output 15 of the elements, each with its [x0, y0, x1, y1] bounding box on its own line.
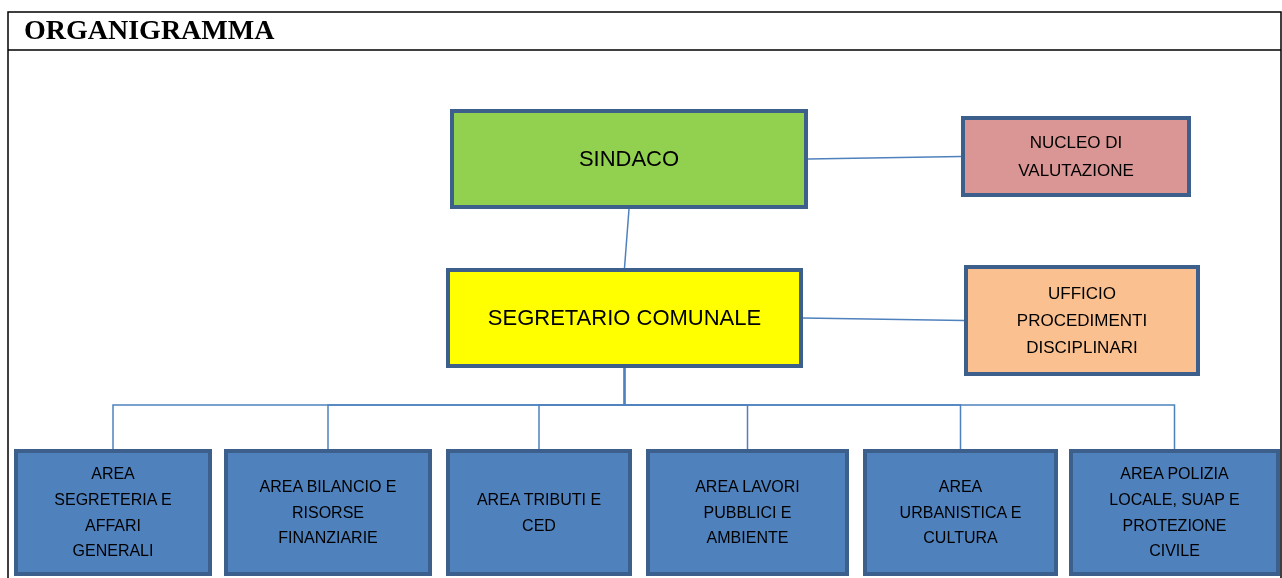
area-box: AREA POLIZIA LOCALE, SUAP E PROTEZIONE CIVILE: [1069, 449, 1280, 576]
diagram-title: ORGANIGRAMMA: [24, 14, 275, 46]
connector-line: [807, 155, 962, 160]
area-box: AREA SEGRETERIA E AFFARI GENERALI: [14, 449, 212, 576]
connector-line: [802, 317, 965, 322]
connector-line: [623, 367, 1176, 450]
area-box: AREA LAVORI PUBBLICI E AMBIENTE: [646, 449, 849, 576]
org-box: UFFICIO PROCEDIMENTI DISCIPLINARI: [964, 265, 1200, 376]
area-box: AREA URBANISTICA E CULTURA: [863, 449, 1058, 576]
org-box: SEGRETARIO COMUNALE: [446, 268, 803, 368]
org-box: NUCLEO DI VALUTAZIONE: [961, 116, 1191, 197]
area-box: AREA TRIBUTI E CED: [446, 449, 632, 576]
connector-line: [623, 208, 630, 269]
area-box: AREA BILANCIO E RISORSE FINANZIARIE: [224, 449, 432, 576]
org-box: SINDACO: [450, 109, 808, 209]
